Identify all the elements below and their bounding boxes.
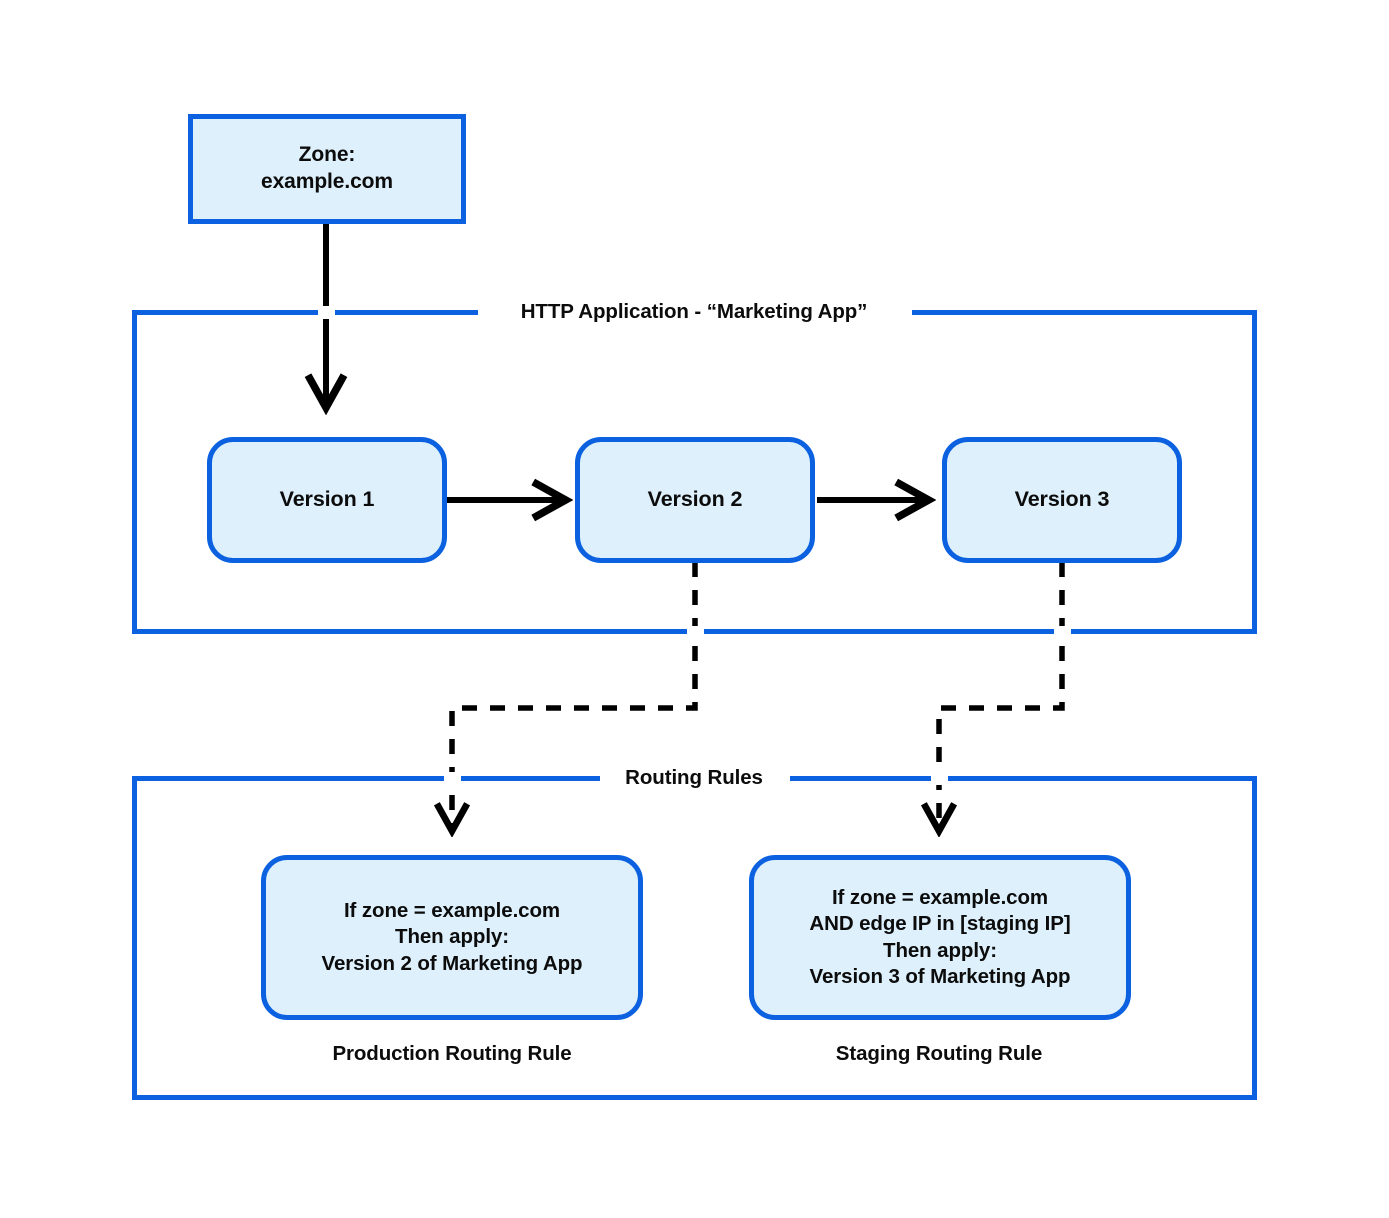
node-staging-routing-rule[interactable]: If zone = example.com AND edge IP in [st… [749,855,1131,1020]
node-staging-routing-rule-body: If zone = example.com AND edge IP in [st… [809,886,1071,988]
border-gap-http-bottom-v3 [1054,626,1071,639]
node-production-routing-rule[interactable]: If zone = example.com Then apply: Versio… [261,855,643,1020]
node-version-1[interactable]: Version 1 [207,437,447,563]
node-version-3-label: Version 3 [1014,487,1110,512]
caption-staging-routing-rule: Staging Routing Rule [835,1042,1043,1065]
node-production-routing-rule-body: If zone = example.com Then apply: Versio… [321,899,583,975]
node-zone[interactable]: Zone: example.com [188,114,466,224]
routing-rules-group-label: Routing Rules [603,766,785,790]
border-gap-http-top-left [318,306,335,319]
http-application-group-label: HTTP Application - “Marketing App” [498,300,890,324]
caption-production-routing-rule: Production Routing Rule [332,1042,572,1065]
node-version-2-label: Version 2 [647,487,743,512]
node-version-3[interactable]: Version 3 [942,437,1182,563]
border-gap-routing-top-production [444,772,461,785]
border-gap-routing-top-staging [931,772,948,785]
node-version-2[interactable]: Version 2 [575,437,815,563]
border-gap-http-bottom-v2 [687,626,704,639]
node-version-1-label: Version 1 [279,487,375,512]
node-zone-label: Zone: example.com [261,143,393,193]
